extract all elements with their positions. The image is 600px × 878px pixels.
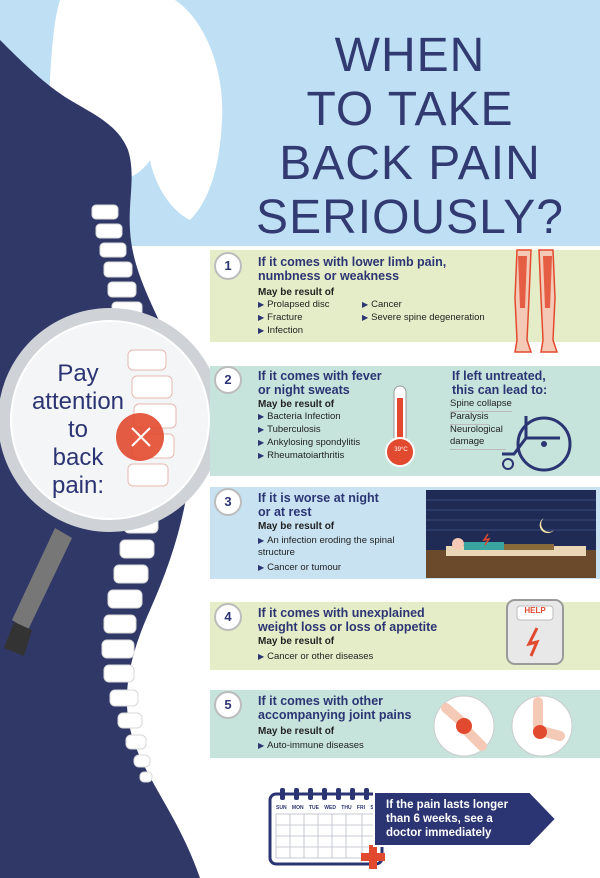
heading-line: numbness or weakness: [258, 269, 400, 283]
list-item: ▶Cancer or tumour: [258, 562, 342, 573]
title-line-3: BACK PAIN: [279, 137, 541, 190]
heading-line: weight loss or loss of appetite: [258, 620, 438, 634]
list-item: ▶Auto-immune diseases: [258, 740, 364, 751]
footer-line: doctor immediately: [386, 827, 492, 839]
magnifier-line: pain:: [51, 472, 105, 499]
magnifying-glass-icon: [0, 308, 222, 656]
title-line-2: TO TAKE: [306, 83, 514, 136]
magnifier-line: to: [67, 416, 88, 443]
footer-line: If the pain lasts longer: [386, 799, 509, 811]
footer-callout: If the pain lasts longer than 6 weeks, s…: [386, 798, 546, 840]
untreated-item: Spine collapse: [450, 398, 512, 412]
magnifier-text: Pay attention to back pain:: [18, 360, 138, 500]
night-bed-scene: [426, 490, 596, 578]
heading-line: If it comes with unexplained: [258, 606, 425, 620]
section-3-heading: If it is worse at night or at rest: [258, 491, 428, 519]
section-5-subheading: May be result of: [258, 726, 335, 737]
weighing-scale-icon: [506, 599, 564, 665]
calendar-day: THU: [341, 805, 352, 811]
section-1-subheading: May be result of: [258, 287, 335, 298]
thermometer-icon: [385, 385, 415, 467]
medical-cross-icon: [361, 845, 385, 869]
list-item: ▶Cancer: [362, 299, 402, 310]
list-item: ▶Severe spine degeneration: [362, 312, 485, 323]
section-3-subheading: May be result of: [258, 521, 335, 532]
list-item: ▶Ankylosing spondylitis: [258, 437, 361, 448]
heading-line: If it comes with other: [258, 694, 384, 708]
thermometer-label: 39°C: [394, 447, 408, 453]
untreated-item: Neurological damage: [450, 424, 506, 450]
list-item: ▶Tuberculosis: [258, 424, 321, 435]
heading-line: If left untreated,: [452, 369, 546, 383]
calendar-day: WED: [324, 805, 336, 811]
knee-joint-icon: [433, 695, 495, 757]
footer-arrow-banner: [373, 791, 558, 847]
list-item: ▶Fracture: [258, 312, 303, 323]
ankle-joint-icon: [511, 695, 573, 757]
heading-line: If it comes with lower limb pain,: [258, 255, 447, 269]
section-2-subheading: May be result of: [258, 399, 335, 410]
title-line-4: SERIOUSLY?: [256, 191, 564, 244]
heading-line: If it comes with fever: [258, 369, 382, 383]
calendar-day: MON: [291, 805, 304, 811]
magnifier-line: back: [52, 444, 104, 471]
section-5-heading: If it comes with other accompanying join…: [258, 694, 458, 722]
section-2-number: 2: [214, 366, 242, 394]
section-4-subheading: May be result of: [258, 636, 335, 647]
section-4-number: 4: [214, 603, 242, 631]
list-item: ▶Bacteria Infection: [258, 411, 341, 422]
section-1-heading: If it comes with lower limb pain, numbne…: [258, 255, 488, 283]
list-item: ▶Rheumatoiarthritis: [258, 450, 345, 461]
heading-line: or night sweats: [258, 383, 350, 397]
heading-line: this can lead to:: [452, 383, 548, 397]
calendar-day: TUE: [308, 805, 319, 811]
list-item: ▶Prolapsed disc: [258, 299, 330, 310]
section-3-number: 3: [214, 488, 242, 516]
list-item: ▶Cancer or other diseases: [258, 651, 374, 662]
section-5-number: 5: [214, 691, 242, 719]
magnifier-line: attention: [31, 388, 125, 415]
section-4-heading: If it comes with unexplained weight loss…: [258, 606, 498, 634]
heading-line: or at rest: [258, 505, 312, 519]
heading-line: accompanying joint pains: [258, 708, 412, 722]
footer-line: than 6 weeks, see a: [386, 813, 493, 825]
untreated-heading: If left untreated, this can lead to:: [452, 369, 597, 397]
title-line-1: WHEN: [334, 29, 486, 82]
legs-icon: [514, 249, 559, 353]
section-1-number: 1: [214, 252, 242, 280]
magnifier-line: Pay: [57, 360, 99, 387]
list-item: ▶An infection eroding the spinal structu…: [258, 535, 395, 558]
list-item: ▶Infection: [258, 325, 304, 336]
section-1-panel: [210, 250, 600, 342]
wheelchair-icon: [502, 416, 572, 472]
calendar-day: SUN: [276, 805, 287, 811]
untreated-item: Paralysis: [450, 411, 489, 425]
section-2-heading: If it comes with fever or night sweats: [258, 369, 428, 397]
calendar-days: SUN MON TUE WED THU FRI SAT: [276, 805, 380, 811]
scale-label: HELP: [524, 606, 546, 615]
heading-line: If it is worse at night: [258, 491, 379, 505]
calendar-day: FRI: [356, 805, 365, 811]
